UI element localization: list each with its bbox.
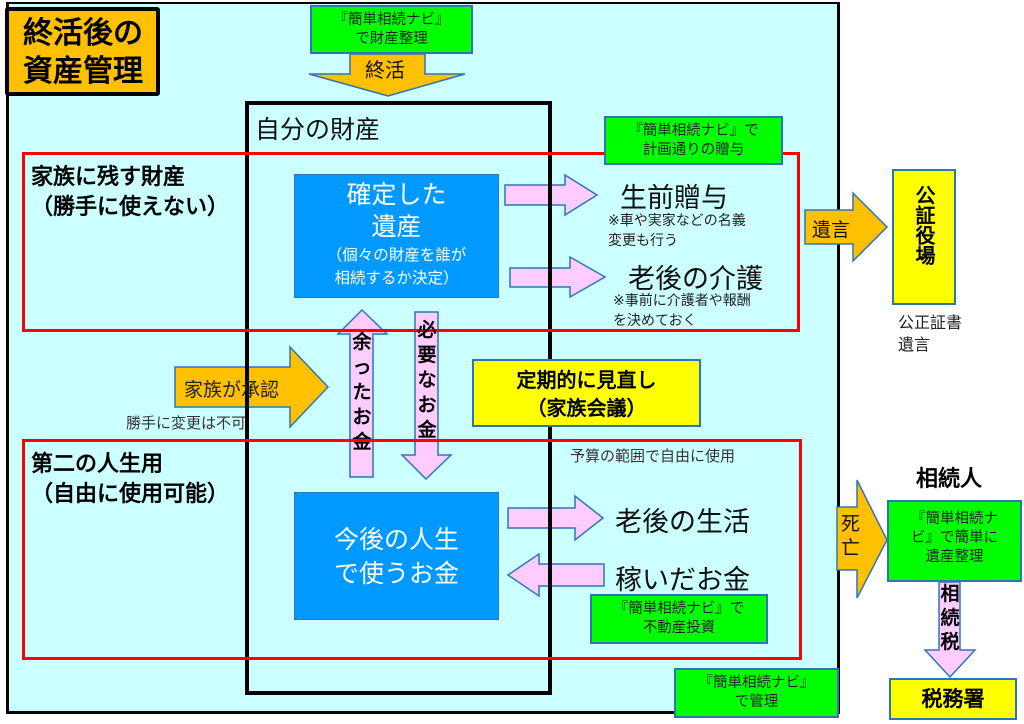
- realestate-line2: 不動産投資: [642, 620, 716, 636]
- notary-note1: 公正証書: [898, 313, 963, 332]
- approval-note: 勝手に変更は不可: [126, 414, 247, 432]
- manage-navi-note: 『簡単相続ナビ』 で管理: [674, 668, 839, 718]
- family-assets-heading: 家族に残す財産 （勝手に使えない）: [31, 163, 229, 223]
- second-life-line2: （自由に使用可能）: [31, 482, 230, 507]
- heir-box-line3: 遺産整理: [925, 549, 984, 565]
- family-heading-line2: （勝手に使えない）: [31, 195, 230, 220]
- estate-line1: 確定した: [346, 180, 447, 209]
- inheritance-tax-arrow-label: 相続税: [940, 583, 960, 653]
- family-heading-line1: 家族に残す財産: [31, 165, 186, 190]
- heir-box-line1: 『簡単相続ナ: [911, 511, 998, 527]
- approval-arrow-label: 家族が承認: [184, 379, 280, 401]
- earned-money-label: 稼いだお金: [615, 565, 750, 596]
- manage-line1: 『簡単相続ナビ』: [698, 675, 815, 691]
- surplus-arrow-label: 余ったお金: [352, 331, 372, 453]
- top-note-line2: で財産整理: [355, 31, 428, 47]
- own-assets-label: 自分の財産: [255, 115, 381, 144]
- notary-note2: 遺言: [898, 335, 931, 354]
- top-note-line1: 『簡単相続ナビ』: [333, 12, 450, 28]
- death-arrow-label: 死亡: [841, 513, 861, 559]
- notary-office-label: 公証役場: [912, 185, 936, 265]
- elder-care-note: ※事前に介護者や報酬 を決めておく: [613, 291, 751, 331]
- will-arrow-label: 遺言: [812, 219, 851, 241]
- gift-note1: ※車や実家などの名義: [608, 213, 746, 229]
- title-line1: 終活後の: [23, 16, 143, 51]
- heir-label: 相続人: [916, 467, 983, 492]
- heir-box-line2: ビ』で簡単に: [911, 530, 998, 546]
- shukatsu-arrow-label: 終活: [365, 58, 405, 82]
- title-line2: 資産管理: [23, 54, 143, 89]
- elder-care-label: 老後の介護: [628, 264, 763, 295]
- second-life-line1: 第二の人生用: [31, 452, 164, 477]
- gift-note-line2: 計画通りの贈与: [642, 142, 745, 158]
- diagram-title: 終活後の 資産管理: [5, 7, 160, 96]
- budget-note: 予算の範囲で自由に使用: [570, 447, 736, 465]
- care-note1: ※事前に介護者や報酬: [613, 293, 751, 309]
- confirmed-estate-box: 確定した 遺産 （個々の財産を誰が 相続するか決定）: [294, 174, 499, 298]
- care-note2: を決めておく: [613, 313, 697, 329]
- retirement-life-label: 老後の生活: [615, 507, 750, 538]
- review-line1: 定期的に見直し: [516, 368, 657, 392]
- review-box: 定期的に見直し （家族会議）: [472, 359, 701, 427]
- estate-line4: 相続するか決定）: [334, 269, 459, 287]
- future-money-box: 今後の人生 で使うお金: [294, 492, 499, 620]
- second-life-heading: 第二の人生用 （自由に使用可能）: [31, 450, 229, 510]
- heir-navi-box: 『簡単相続ナ ビ』で簡単に 遺産整理: [887, 500, 1022, 582]
- manage-line2: で管理: [734, 694, 779, 710]
- tax-office-box: 税務署: [889, 678, 1017, 720]
- notary-office-box: 公証役場: [892, 169, 956, 305]
- future-money-line1: 今後の人生: [333, 525, 459, 554]
- lifetime-gift-label: 生前贈与: [620, 183, 728, 214]
- notary-note: 公正証書 遺言: [898, 312, 962, 356]
- tax-office-label: 税務署: [921, 687, 985, 711]
- gift-navi-note: 『簡単相続ナビ』で 計画通りの贈与: [604, 116, 783, 165]
- top-navi-note: 『簡単相続ナビ』 で財産整理: [310, 5, 473, 54]
- future-money-line2: で使うお金: [333, 559, 459, 588]
- estate-line2: 遺産: [371, 212, 422, 241]
- needed-arrow-label: 必要なお金: [417, 319, 437, 441]
- realestate-navi-note: 『簡単相続ナビ』で 不動産投資: [590, 594, 768, 644]
- realestate-line1: 『簡単相続ナビ』で: [613, 601, 745, 617]
- lifetime-gift-note: ※車や実家などの名義 変更も行う: [608, 211, 746, 251]
- gift-note2: 変更も行う: [608, 233, 678, 249]
- gift-note-line1: 『簡単相続ナビ』で: [628, 123, 759, 139]
- estate-line3: （個々の財産を誰が: [326, 246, 467, 264]
- review-line2: （家族会議）: [526, 396, 647, 420]
